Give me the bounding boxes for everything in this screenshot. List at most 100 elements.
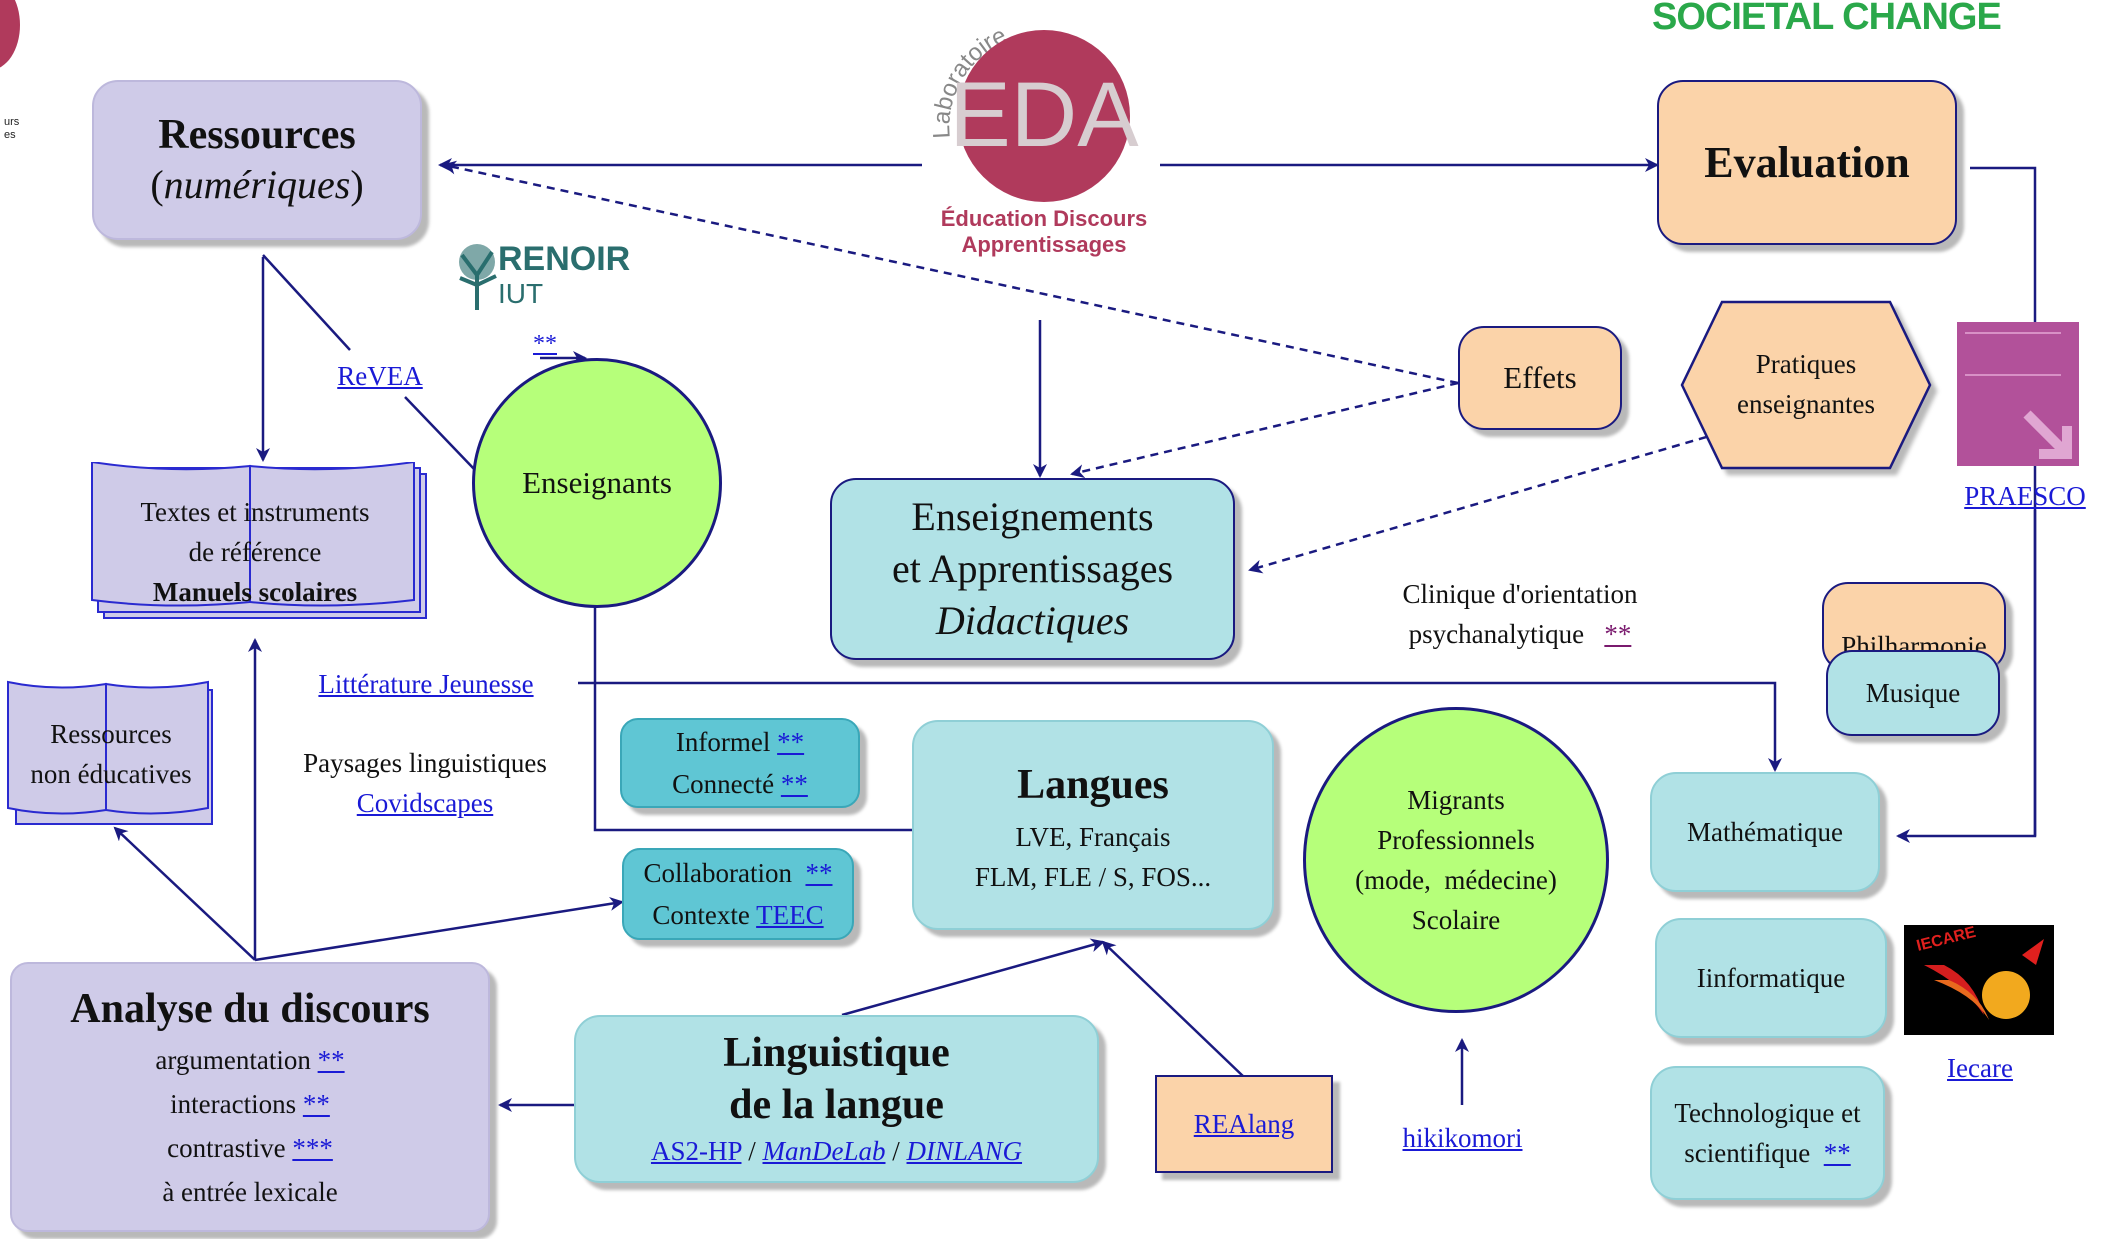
analyse-l2: interactions: [170, 1089, 297, 1119]
informatique-label: Iinformatique: [1696, 962, 1846, 993]
pratiques-node[interactable]: Pratiques enseignantes: [1680, 300, 1932, 470]
corner-logo-text: urs es: [4, 116, 20, 141]
enseignants-label: Enseignants: [522, 465, 672, 500]
linguistique-node[interactable]: Linguistique de la langue AS2-HP / ManDe…: [574, 1015, 1099, 1183]
covidscapes-link[interactable]: Covidscapes: [356, 788, 494, 818]
praesco-thumbnail[interactable]: [1957, 322, 2079, 466]
arrow-analyse-to-ressources-non: [113, 826, 256, 961]
sep2: /: [892, 1136, 900, 1166]
paysages-line1: Paysages linguistiques: [303, 748, 547, 778]
collaboration-node[interactable]: Collaboration ** Contexte TEEC: [622, 848, 854, 940]
sep1: /: [748, 1136, 756, 1166]
argumentation-star-link[interactable]: **: [317, 1045, 345, 1075]
effets-label: Effets: [1503, 360, 1577, 395]
iecare-logo[interactable]: IECARE: [1904, 924, 2054, 1035]
migrants-node[interactable]: Migrants Professionnels (mode, médecine)…: [1303, 707, 1609, 1013]
realang-node[interactable]: REAlang: [1155, 1075, 1333, 1173]
societal-change-logo: SOCIETAL CHANGE: [1652, 0, 2002, 38]
ressources-non-node[interactable]: Ressources non éducatives: [6, 680, 216, 828]
realang-link[interactable]: REAlang: [1193, 1108, 1295, 1139]
enseignements-line2: et Apprentissages: [891, 546, 1174, 591]
book-icon-2: [7, 680, 213, 825]
evaluation-title: Evaluation: [1704, 138, 1910, 187]
teec-link[interactable]: TEEC: [756, 900, 824, 930]
connecte-star-link[interactable]: **: [780, 769, 808, 799]
evaluation-node[interactable]: Evaluation: [1657, 80, 1957, 245]
textes-line3: Manuels scolaires: [152, 577, 358, 607]
musique-node[interactable]: Musique: [1826, 650, 2000, 736]
interactions-star-link[interactable]: **: [302, 1089, 330, 1119]
dinlang-link[interactable]: DINLANG: [906, 1136, 1023, 1166]
renoir-name: RENOIR: [498, 240, 631, 278]
collaboration-star-link[interactable]: **: [805, 858, 833, 888]
contrastive-star-link[interactable]: ***: [292, 1133, 333, 1163]
migrants-line1: Migrants: [1407, 785, 1505, 815]
renoir-logo: RENOIR IUT: [452, 240, 652, 315]
informel-star-link[interactable]: **: [777, 727, 805, 757]
clinique-line2-wrap: psychanalytique **: [1370, 614, 1670, 654]
renoir-sub: IUT: [498, 278, 544, 309]
technologique-line2: scientifique: [1684, 1138, 1811, 1168]
textes-line2: de référence: [188, 537, 322, 567]
arrow-analyse-to-collaboration: [254, 896, 624, 962]
textes-line1: Textes et instruments: [140, 497, 370, 527]
analyse-l4: à entrée lexicale: [162, 1177, 338, 1207]
connecte-label: Connecté: [672, 769, 775, 799]
analyse-node[interactable]: Analyse du discours argumentation ** int…: [10, 962, 490, 1232]
technologique-line1: Technologique et: [1674, 1098, 1861, 1128]
clinique-line1: Clinique d'orientation: [1402, 579, 1638, 609]
effets-node[interactable]: Effets: [1458, 326, 1622, 430]
line-revea-to-enseignants: [404, 396, 476, 471]
line-enseignants-to-langues: [593, 605, 920, 832]
ressources-sub: numériques: [163, 162, 351, 207]
informel-node[interactable]: Informel ** Connecté **: [620, 718, 860, 808]
linguistique-line1: Linguistique: [723, 1030, 950, 1076]
contexte-label: Contexte: [652, 900, 750, 930]
technologique-node[interactable]: Technologique et scientifique **: [1650, 1066, 1885, 1200]
ressources-non-line2: non éducatives: [30, 759, 192, 789]
book-icon: [91, 462, 427, 619]
eda-logo: Laboratoire EDA Éducation Discours Appre…: [920, 8, 1160, 258]
langues-line2: FLM, FLE / S, FOS...: [974, 862, 1212, 892]
mathematique-node[interactable]: Mathématique: [1650, 772, 1880, 892]
eda-line2: Apprentissages: [961, 232, 1126, 257]
ressources-node[interactable]: Ressources (numériques): [92, 80, 422, 240]
arrow-litterature-to-mathematique: [578, 681, 1782, 772]
technologique-star-link[interactable]: **: [1823, 1138, 1851, 1168]
revea-link[interactable]: ReVEA: [337, 361, 423, 391]
enseignements-line1: Enseignements: [911, 494, 1154, 539]
iecare-logo-text: IECARE: [1915, 925, 1978, 955]
informatique-node[interactable]: Iinformatique: [1655, 918, 1887, 1038]
as2hp-link[interactable]: AS2-HP: [650, 1136, 742, 1166]
eda-letters: EDA: [949, 64, 1139, 166]
langues-line1: LVE, Français: [1015, 822, 1171, 852]
textes-node[interactable]: Textes et instruments de référence Manue…: [90, 462, 430, 622]
arrow-pratiques-to-enseignements: [1248, 431, 1721, 574]
migrants-line4: Scolaire: [1411, 905, 1501, 935]
arrow-effets-to-ressources: [442, 160, 1459, 385]
litterature-link[interactable]: Littérature Jeunesse: [318, 669, 534, 699]
eda-logo-disc: [958, 30, 1130, 202]
pratiques-line1: Pratiques: [1755, 349, 1857, 379]
phoenix-icon: IECARE: [1915, 924, 2044, 1020]
clinique-star-link[interactable]: **: [1604, 619, 1632, 649]
iecare-link[interactable]: Iecare: [1947, 1053, 2013, 1083]
enseignements-node[interactable]: Enseignements et Apprentissages Didactiq…: [830, 478, 1235, 660]
langues-node[interactable]: Langues LVE, Français FLM, FLE / S, FOS.…: [912, 720, 1274, 930]
analyse-title: Analyse du discours: [70, 986, 430, 1032]
clinique-line2: psychanalytique: [1408, 619, 1585, 649]
pratiques-line2: enseignantes: [1737, 389, 1875, 419]
enseignants-star-link[interactable]: **: [533, 331, 557, 357]
migrants-line3: (mode, médecine): [1355, 865, 1557, 895]
eda-line1: Éducation Discours: [941, 206, 1148, 231]
hikikomori-link[interactable]: hikikomori: [1402, 1123, 1523, 1153]
praesco-link[interactable]: PRAESCO: [1964, 481, 2086, 511]
mandelab-link[interactable]: ManDeLab: [762, 1136, 886, 1166]
arrow-linguistique-to-langues: [841, 938, 1105, 1017]
arrow-effets-to-enseignements: [1070, 381, 1459, 479]
line-ressources-to-revea: [262, 254, 351, 351]
enseignements-line3: Didactiques: [935, 598, 1130, 643]
informel-label: Informel: [675, 727, 771, 757]
enseignants-node[interactable]: Enseignants: [472, 358, 722, 608]
